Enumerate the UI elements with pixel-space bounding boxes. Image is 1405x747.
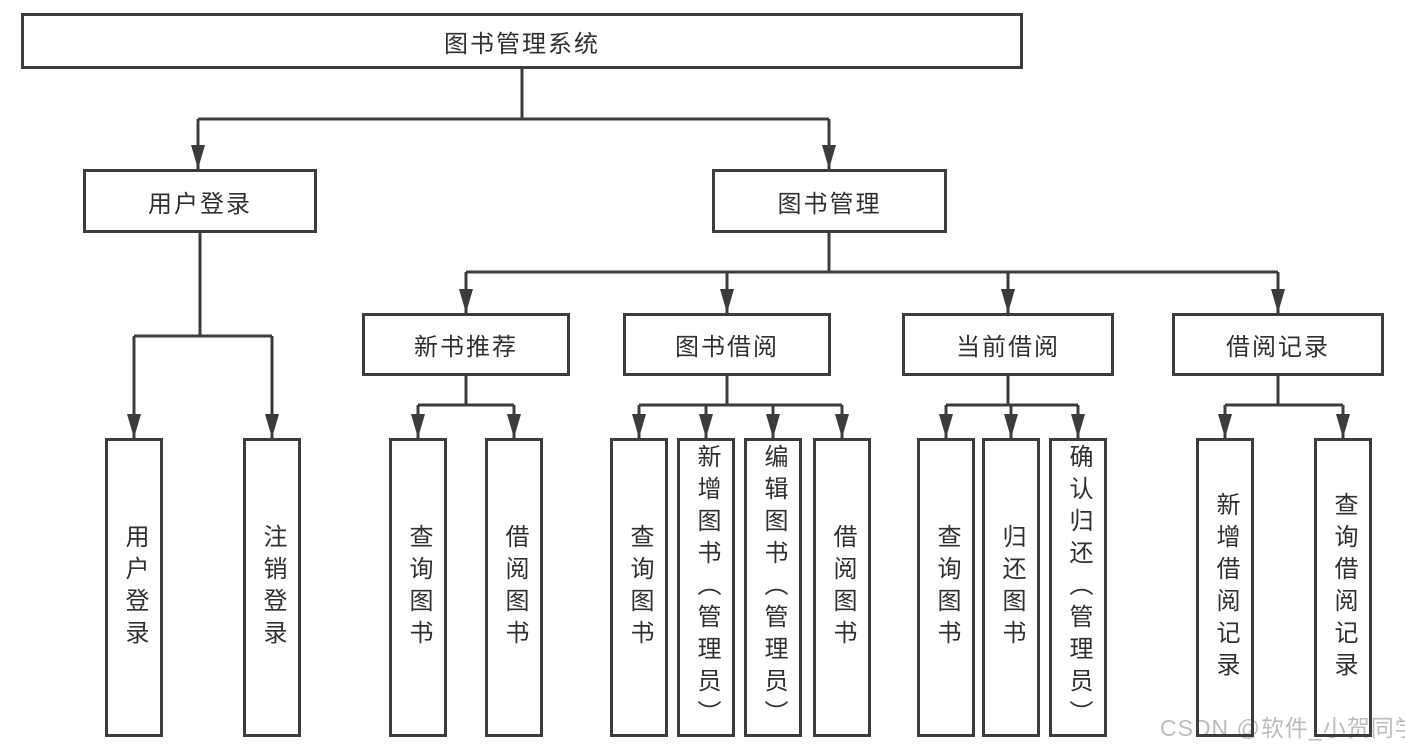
connector-bookmgmt-to-level3 (466, 233, 1278, 274)
node-leaf-query-borrow-record: 查询借阅记录 (1314, 438, 1372, 737)
node-user-login: 用户登录 (83, 169, 317, 233)
node-book-management: 图书管理 (712, 169, 947, 233)
connector-records-to-leaves (1225, 376, 1343, 407)
node-label: 新书推荐 (414, 334, 518, 361)
node-label: 确认归还（管理员） (1065, 443, 1092, 732)
node-label: 查询图书 (626, 523, 653, 652)
node-label: 查询借阅记录 (1330, 491, 1357, 684)
connector-current-to-leaves (946, 376, 1078, 407)
connector-borrowing-to-leaves (639, 376, 842, 407)
node-label: 借阅记录 (1226, 334, 1330, 361)
node-leaf-borrow-books-recommend: 借阅图书 (485, 438, 543, 737)
node-leaf-borrow-books-borrowing: 借阅图书 (813, 438, 871, 737)
connector-newbook-to-leaves (418, 376, 514, 407)
node-label: 图书管理系统 (444, 30, 600, 58)
node-label: 新增图书（管理员） (693, 443, 720, 732)
node-label: 借阅图书 (501, 523, 528, 652)
node-leaf-query-books-borrowing: 查询图书 (610, 438, 668, 737)
node-leaf-query-books-recommend: 查询图书 (389, 438, 447, 737)
node-label: 用户登录 (148, 190, 252, 218)
node-borrow-records: 借阅记录 (1172, 313, 1384, 376)
node-label: 注销登录 (259, 523, 286, 652)
node-label: 图书借阅 (675, 334, 779, 361)
node-book-borrowing: 图书借阅 (623, 313, 831, 376)
watermark: CSDN @软件_小贺同学 (1160, 715, 1405, 741)
node-leaf-edit-book-admin: 编辑图书（管理员） (744, 438, 802, 737)
node-label: 编辑图书（管理员） (760, 443, 787, 732)
node-leaf-add-book-admin: 新增图书（管理员） (677, 438, 735, 737)
node-library-system: 图书管理系统 (21, 13, 1023, 69)
node-leaf-confirm-return-admin: 确认归还（管理员） (1049, 438, 1107, 737)
node-label: 借阅图书 (829, 523, 856, 652)
node-label: 查询图书 (933, 523, 960, 652)
node-label: 归还图书 (998, 523, 1025, 652)
node-label: 当前借阅 (956, 334, 1060, 361)
node-new-book-recommend: 新书推荐 (362, 313, 570, 376)
connector-userlogin-to-leaves (134, 233, 272, 338)
node-leaf-return-book: 归还图书 (982, 438, 1040, 737)
node-leaf-query-books-current: 查询图书 (917, 438, 975, 737)
connector-root-to-level2 (198, 69, 829, 121)
node-label: 用户登录 (121, 523, 148, 652)
node-label: 新增借阅记录 (1212, 491, 1239, 684)
node-leaf-add-borrow-record: 新增借阅记录 (1196, 438, 1254, 737)
node-label: 图书管理 (777, 190, 882, 218)
node-leaf-user-login: 用户登录 (105, 438, 163, 737)
node-label: 查询图书 (405, 523, 432, 652)
node-current-borrowing: 当前借阅 (902, 313, 1114, 376)
node-leaf-logout: 注销登录 (243, 438, 301, 737)
